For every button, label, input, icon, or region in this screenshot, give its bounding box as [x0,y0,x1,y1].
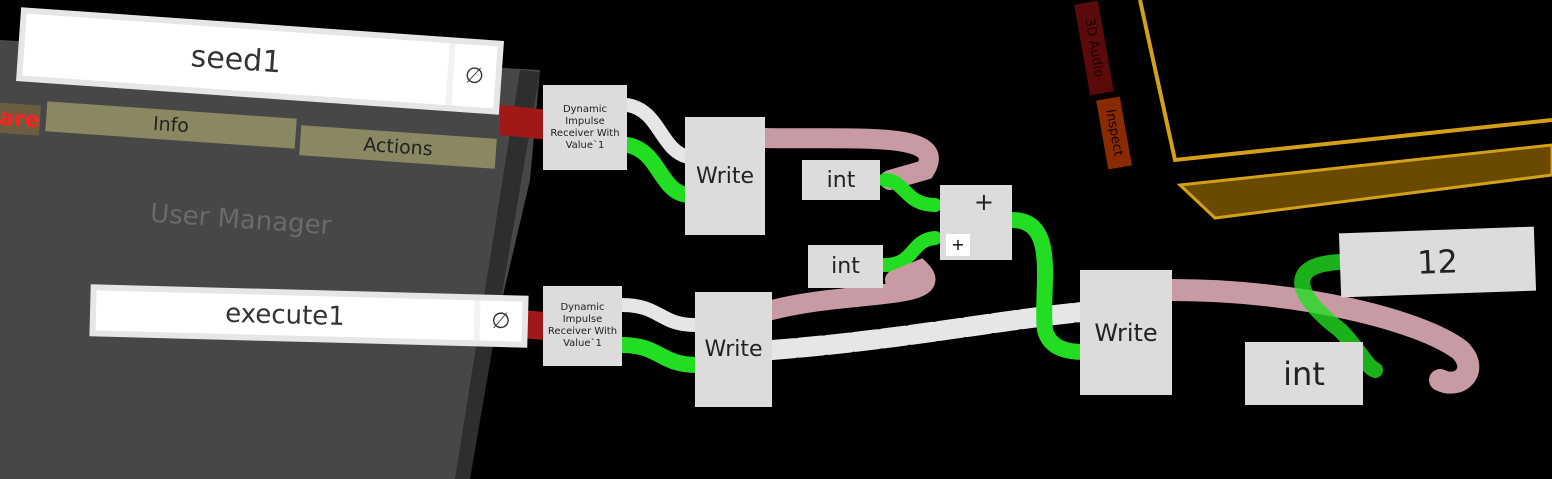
add-input-button[interactable]: + [946,234,970,256]
red-connector [520,310,545,340]
frame-bar [1176,143,1552,220]
int-wire [762,258,936,320]
null-button[interactable]: ∅ [479,300,523,342]
value-wire [878,173,942,212]
int-wire [1161,279,1480,394]
write-node[interactable]: Write [685,117,765,235]
dynamic-impulse-receiver-node[interactable]: Dynamic Impulse Receiver With Value`1 [543,286,622,366]
frame-outline [1138,0,1552,163]
red-connector [500,105,550,140]
int-node[interactable]: int [1245,342,1363,405]
value-display: 12 [1338,226,1537,298]
value-wire [878,231,942,272]
value-wire [614,337,705,373]
impulse-wire [620,98,695,164]
tab-partial[interactable]: are [0,102,41,136]
impulse-wire [762,302,1092,360]
value-wire [1004,212,1093,360]
null-button[interactable]: ∅ [451,43,498,109]
int-wire [755,128,939,190]
value-wire [1294,254,1383,378]
dynamic-impulse-receiver-node[interactable]: Dynamic Impulse Receiver With Value`1 [543,85,627,170]
write-node[interactable]: Write [695,292,772,407]
write-node[interactable]: Write [1080,270,1172,395]
int-node[interactable]: int [808,245,883,288]
add-label: + [973,188,994,216]
value-wire [619,137,698,203]
int-node[interactable]: int [802,160,880,200]
impulse-wire [615,298,702,332]
